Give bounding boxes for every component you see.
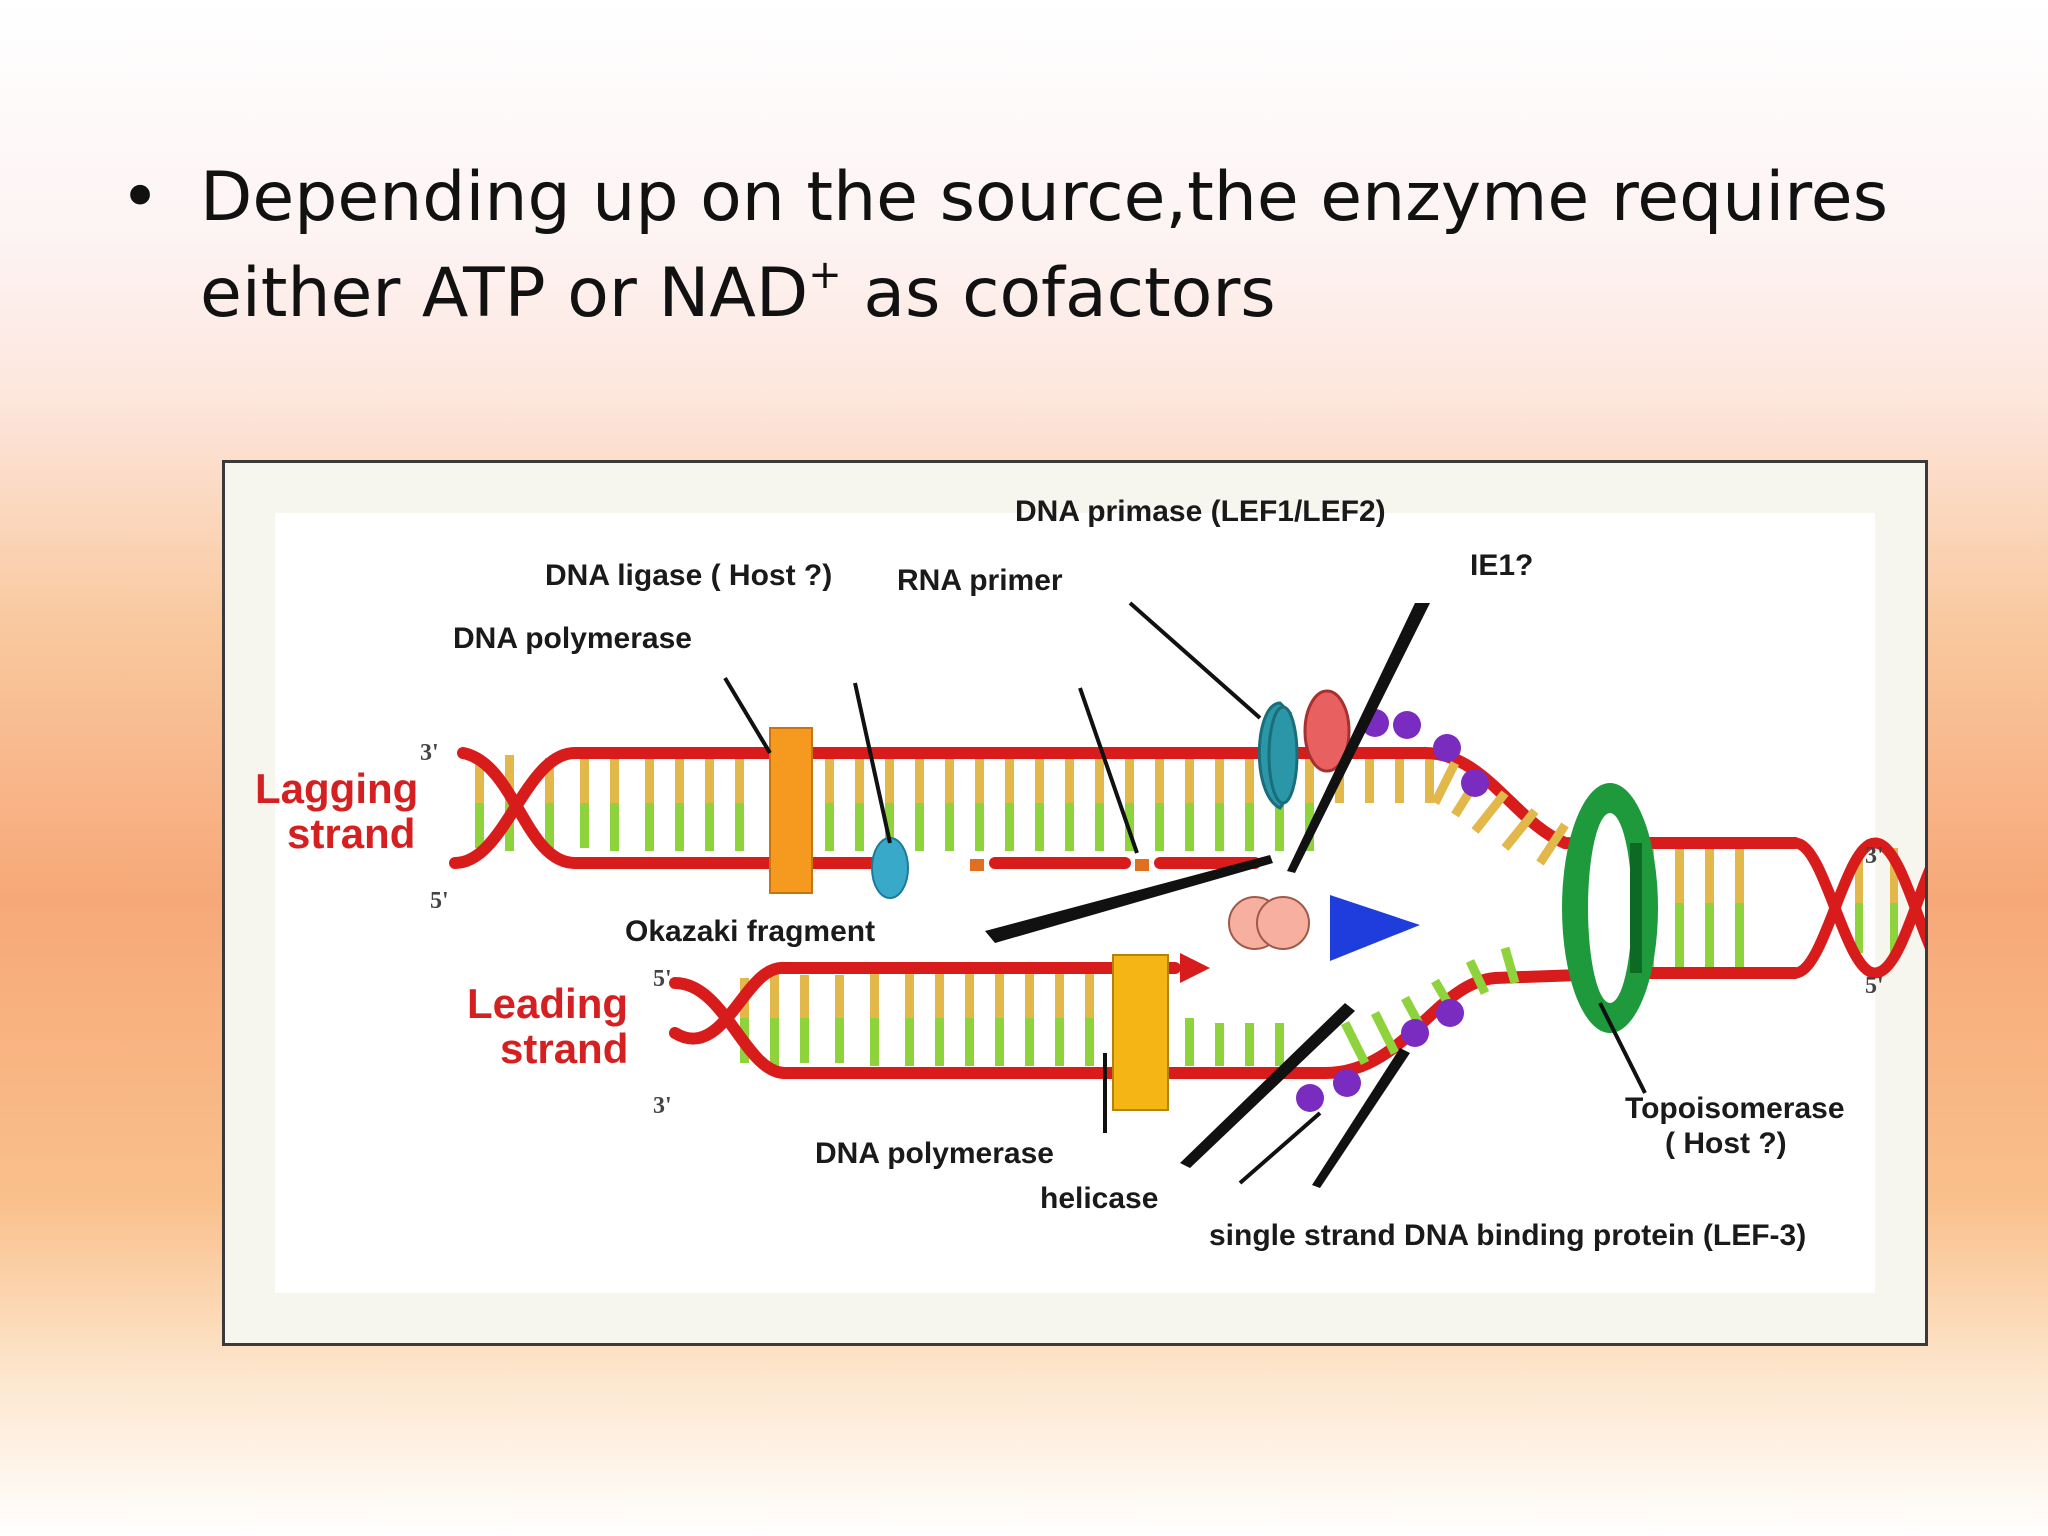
label-dna-ligase: DNA ligase ( Host ?) [545,559,832,592]
label-dna-primase: DNA primase (LEF1/LEF2) [1015,495,1386,528]
okazaki-pointer [985,855,1273,943]
lagging-strand-bases [475,755,1434,851]
ssb-pointer [1312,1048,1410,1188]
bullet-text-line-2a: either ATP or NAD [200,254,809,333]
bullet-marker: • [120,158,161,237]
dna-polymerase-lagging [769,727,813,894]
label-helicase: helicase [1040,1182,1158,1215]
right-helix-backbone [1793,837,1925,979]
label-okazaki-fragment: Okazaki fragment [625,915,875,948]
helicase-pointer [1180,1003,1355,1168]
replication-fork-figure: DNA primase (LEF1/LEF2) DNA ligase ( Hos… [222,460,1928,1346]
leading-strand-bases [740,973,1284,1066]
end-right-5prime: 5' [1865,973,1884,999]
dna-polymerase-leading [1112,954,1169,1111]
label-leading-1: Leading [467,980,628,1027]
end-lagging-5prime: 5' [430,888,449,914]
label-pointers [723,601,1647,1185]
leading-strand-arrowhead [1180,953,1210,983]
label-topoisomerase-1: Topoisomerase [1625,1092,1845,1125]
nad-superscript: + [808,252,842,298]
dna-primase-ring [1267,705,1299,805]
label-leading-2: strand [500,1025,628,1072]
label-ie1: IE1? [1470,549,1533,582]
bullet-text: Depending up on the source,the enzyme re… [200,150,1920,342]
rna-primer-2 [1135,859,1149,871]
label-dna-polymerase-top: DNA polymerase [453,622,692,655]
dna-ligase [871,837,909,899]
rna-primer-1 [970,859,984,871]
end-right-3prime: 3' [1865,843,1884,869]
label-ssb: single strand DNA binding protein (LEF-3… [1209,1219,1806,1252]
end-lagging-3prime: 3' [420,740,439,766]
parental-duplex-backbone [1619,837,1801,979]
topoisomerase-inner [1630,843,1642,973]
bullet-text-line-2b: as cofactors [841,254,1276,333]
helicase [1330,895,1420,961]
ssb-proteins-bottom [1296,999,1464,1112]
topoisomerase-hole [1588,813,1632,1003]
label-topoisomerase-2: ( Host ?) [1665,1127,1787,1160]
ie1-protein [1303,689,1351,773]
bullet-text-line-2: either ATP or NAD+ as cofactors [200,246,1920,342]
ie1-pointer [1287,603,1430,873]
bullet-text-line-1: Depending up on the source,the enzyme re… [200,158,1889,237]
replication-fork-diagram: DNA primase (LEF1/LEF2) DNA ligase ( Hos… [255,495,1925,1293]
end-leading-5prime: 5' [653,966,672,992]
helicase-accessory-circles [1228,896,1310,950]
label-lagging-1: Lagging [255,765,418,812]
label-lagging-2: strand [287,810,415,857]
end-leading-3prime: 3' [653,1093,672,1119]
label-rna-primer: RNA primer [897,564,1063,597]
label-dna-polymerase-bottom: DNA polymerase [815,1137,1054,1170]
